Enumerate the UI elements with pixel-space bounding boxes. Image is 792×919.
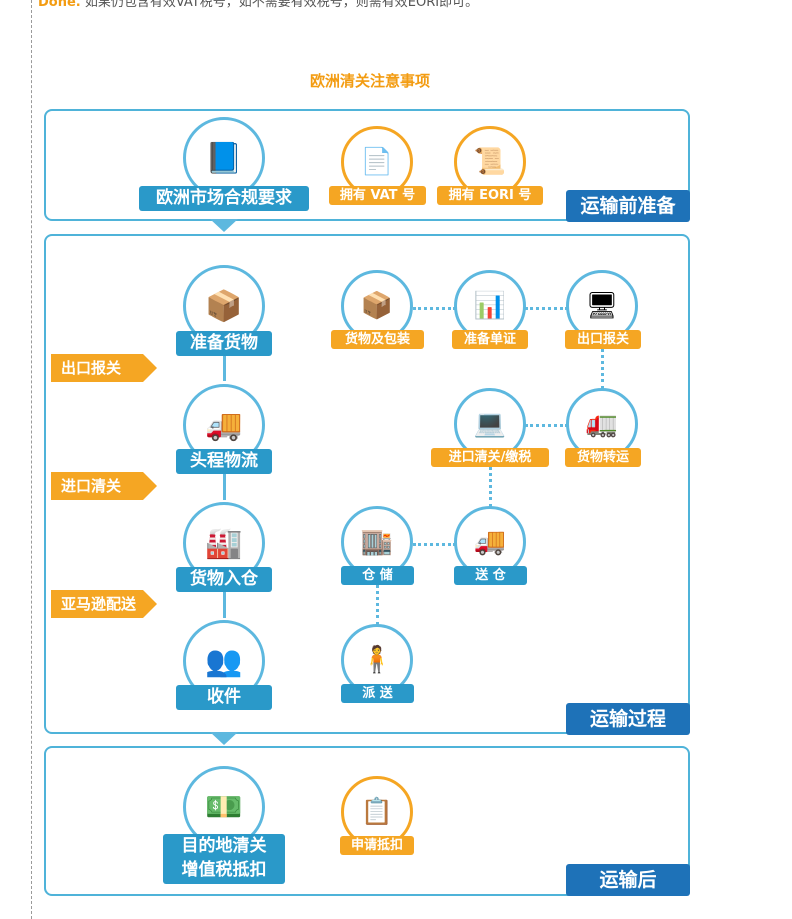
dest-clearance-line1: 目的地清关	[181, 836, 267, 856]
truck-icon: 🚛	[585, 409, 619, 439]
report-icon: 📊	[473, 291, 507, 321]
money-icon: 💵	[205, 789, 243, 825]
intro-text: Done. 如果仍包含有效VAT税号，如不需要有效税号，则需有效EORI即可。	[38, 0, 792, 10]
section-tag-pre: 运输前准备	[566, 190, 690, 222]
truck-icon: 🚚	[205, 407, 243, 443]
compliance-circle: 📘	[183, 117, 265, 199]
certificate-icon: 📜	[473, 147, 507, 177]
spine-2	[223, 470, 226, 500]
section-tag-process: 运输过程	[566, 703, 690, 735]
warehouse-icon: 🏬	[360, 527, 394, 557]
sub-storage: 仓 储	[341, 566, 414, 585]
intro-highlight: Done.	[38, 0, 81, 10]
connector-deliver-storage	[413, 543, 456, 546]
dest-clearance-line2: 增值税抵扣	[181, 860, 267, 880]
sub-apply-deduct: 申请抵扣	[340, 836, 414, 855]
chevron-2	[210, 732, 238, 745]
left-border	[31, 0, 32, 919]
sub-dispatch: 派 送	[341, 684, 414, 703]
spine-3	[223, 588, 226, 618]
courier-icon: 🧍	[360, 645, 394, 675]
boxes-icon: 📦	[205, 288, 243, 324]
intro-rest: 如果仍包含有效VAT税号，如不需要有效税号，则需有效EORI即可。	[80, 0, 479, 10]
connector-docs-export	[525, 307, 568, 310]
connector-import-deliver	[489, 466, 492, 508]
monitor-icon: 🖥	[585, 291, 619, 321]
sub-vat: 拥有 VAT 号	[329, 186, 426, 205]
arrow-export-label: 出口报关	[51, 354, 143, 382]
connector-export-transfer	[601, 348, 604, 390]
clipboard-icon: 📋	[360, 797, 394, 827]
step-dest-clearance: 目的地清关 增值税抵扣	[163, 834, 285, 884]
arrow-import-head	[143, 472, 157, 500]
step-prepare-goods: 准备货物	[176, 331, 272, 356]
arrow-import-label: 进口清关	[51, 472, 143, 500]
people-icon: 👥	[205, 643, 243, 679]
arrow-amazon-label: 亚马逊配送	[51, 590, 143, 618]
step-receive: 收件	[176, 685, 272, 710]
arrow-amazon-head	[143, 590, 157, 618]
section-tag-post: 运输后	[566, 864, 690, 896]
package-icon: 📦	[360, 291, 394, 321]
warehouse-icon: 🏭	[205, 525, 243, 561]
sub-deliver-wh: 送 仓	[454, 566, 527, 585]
step-compliance: 欧洲市场合规要求	[139, 186, 309, 211]
sub-transfer: 货物转运	[565, 448, 641, 467]
chevron-1	[210, 219, 238, 232]
sub-packaging: 货物及包装	[331, 330, 424, 349]
connector-storage-dispatch	[376, 584, 379, 626]
step-warehousing: 货物入仓	[176, 567, 272, 592]
connector-transfer-import	[525, 424, 568, 427]
spine-1	[223, 351, 226, 381]
truck-icon: 🚚	[473, 527, 507, 557]
diagram-title: 欧洲清关注意事项	[309, 72, 430, 90]
document-icon: 📄	[360, 147, 394, 177]
sub-import-tax: 进口清关/缴税	[431, 448, 549, 467]
step-first-leg: 头程物流	[176, 449, 272, 474]
sub-documents: 准备单证	[452, 330, 528, 349]
connector-pack-docs	[413, 307, 456, 310]
sub-eori: 拥有 EORI 号	[437, 186, 543, 205]
arrow-export-head	[143, 354, 157, 382]
sub-export-decl: 出口报关	[565, 330, 641, 349]
screen-icon: 💻	[473, 409, 507, 439]
book-icon: 📘	[205, 140, 243, 176]
